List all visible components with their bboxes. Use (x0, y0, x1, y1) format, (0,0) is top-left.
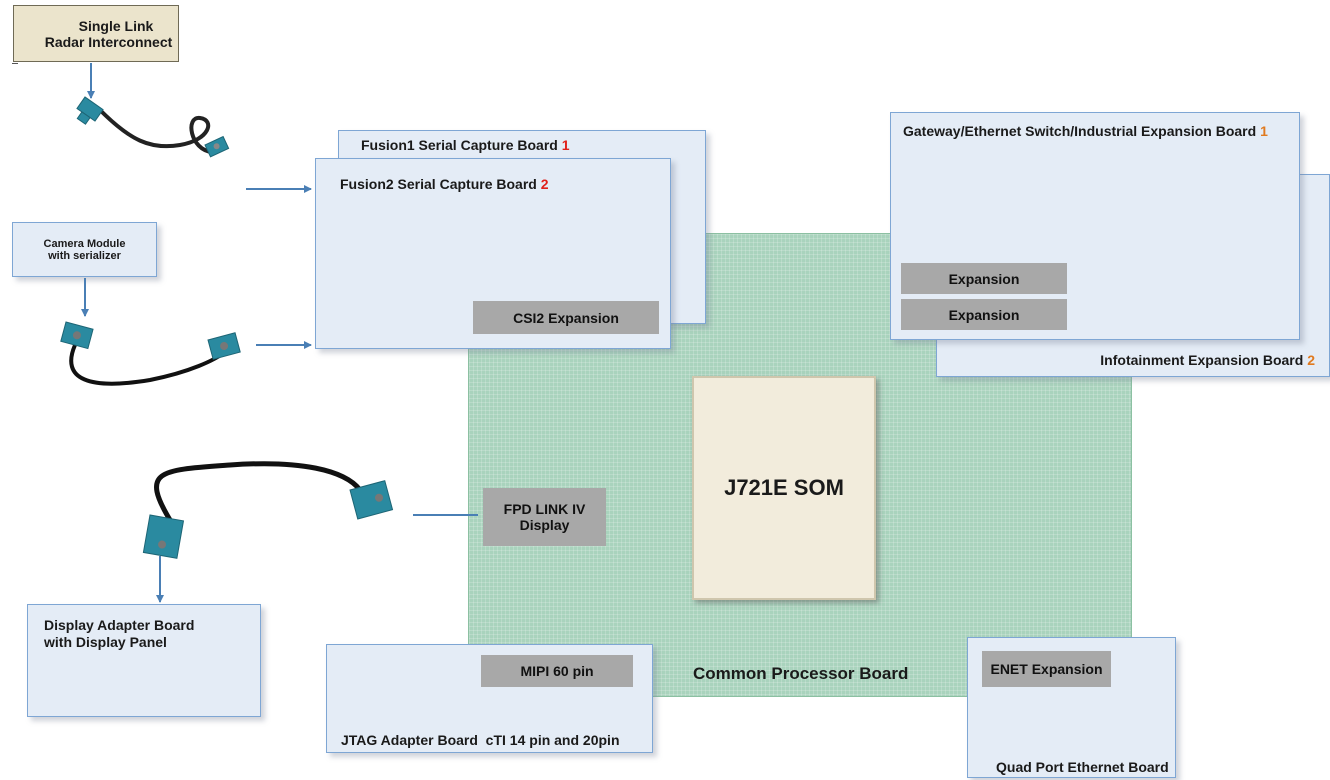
display-fakra-connector-icon-1 (142, 514, 185, 559)
quad-port-ethernet-board: ENET Expansion Quad Port Ethernet Board (967, 637, 1176, 778)
fusion1-label: Fusion1 Serial Capture Board (361, 137, 558, 153)
camera-fakra-connector-icon-2 (207, 332, 241, 360)
camera-module-box: Camera Module with serializer (12, 222, 157, 277)
gateway-index: 1 (1260, 123, 1268, 139)
csi2-expansion: CSI2 Expansion (473, 301, 659, 334)
mipi-60-pin: MIPI 60 pin (481, 655, 633, 687)
fusion2-capture-board: Fusion2 Serial Capture Board 2 CSI2 Expa… (315, 158, 671, 349)
gateway-label: Gateway/Ethernet Switch/Industrial Expan… (903, 123, 1257, 139)
radar-box-corner-mark (12, 63, 18, 64)
radar-line1: Single Link (78, 17, 154, 34)
fpd-link-iv-display: FPD LINK IV Display (483, 488, 606, 546)
display-adapter-board: Display Adapter Board with Display Panel (27, 604, 261, 717)
radar-interconnect-box: Single Link Radar Interconnect (13, 5, 179, 62)
infotainment-label: Infotainment Expansion Board (1100, 352, 1304, 368)
fpd-line2: Display (519, 517, 570, 533)
fusion2-label: Fusion2 Serial Capture Board (340, 176, 537, 192)
jtag-adapter-board: MIPI 60 pin JTAG Adapter Board cTI 14 pi… (326, 644, 653, 753)
quad-port-ethernet-label: Quad Port Ethernet Board (996, 759, 1169, 775)
camera-fakra-connector-icon-1 (60, 321, 94, 350)
infotainment-index: 2 (1307, 352, 1315, 368)
radar-fakra-connector-icon-2 (204, 135, 230, 158)
j721e-som: J721E SOM (692, 376, 876, 600)
radar-line2: Radar Interconnect (44, 33, 173, 50)
som-label: J721E SOM (724, 475, 844, 500)
fusion2-index: 2 (540, 176, 549, 192)
radar-fakra-connector-icon-1 (76, 96, 104, 125)
camera-line2: with serializer (48, 249, 121, 262)
camera-coax-cable-icon (69, 344, 227, 386)
gateway-expansion-1: Expansion (901, 263, 1067, 294)
jtag-label: JTAG Adapter Board cTI 14 pin and 20pin (341, 732, 620, 748)
display-coax-cable-icon (154, 461, 362, 522)
enet-expansion: ENET Expansion (982, 651, 1111, 687)
display-fakra-connector-icon-2 (349, 480, 394, 520)
display-adapter-line2: with Display Panel (44, 634, 167, 650)
camera-line1: Camera Module (43, 237, 126, 250)
gateway-expansion-board: Gateway/Ethernet Switch/Industrial Expan… (890, 112, 1300, 340)
display-adapter-line1: Display Adapter Board (44, 617, 195, 633)
fpd-line1: FPD LINK IV (503, 501, 586, 517)
processor-board-label: Common Processor Board (693, 664, 909, 683)
fusion1-index: 1 (561, 137, 570, 153)
radar-coax-cable-icon (98, 108, 213, 154)
gateway-expansion-2: Expansion (901, 299, 1067, 330)
